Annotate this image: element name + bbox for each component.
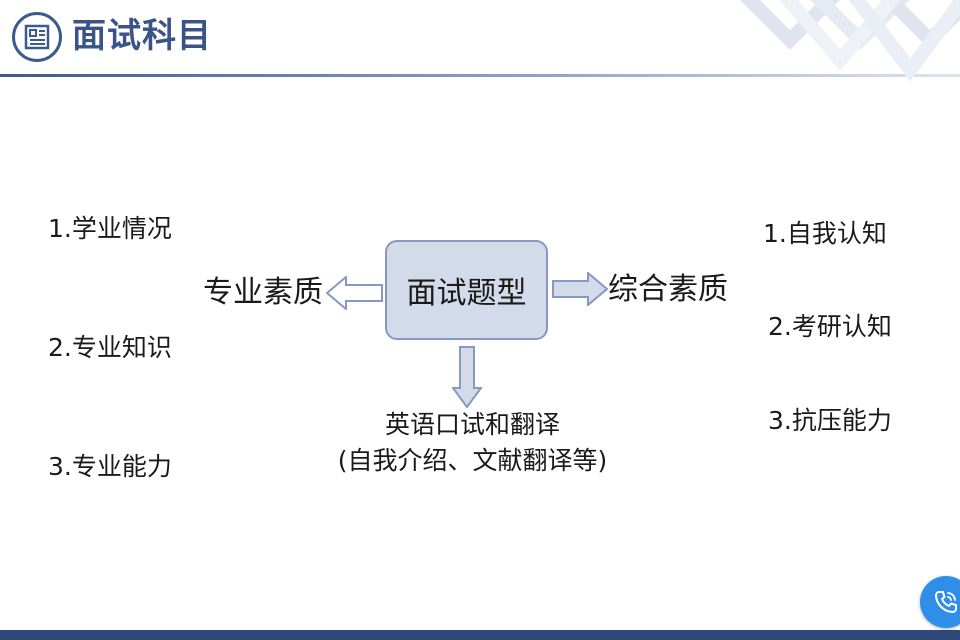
- left-category-label: 专业素质: [203, 275, 323, 310]
- left-item-3: 3.专业能力: [48, 452, 172, 481]
- right-item-3: 3.抗压能力: [768, 406, 892, 435]
- arrow-left: [326, 276, 383, 310]
- bottom-node-line-2: (自我介绍、文献翻译等): [337, 446, 608, 475]
- slide-header: 面试科目: [0, 0, 960, 82]
- document-grid-icon: [12, 12, 62, 62]
- center-node: 面试题型: [385, 240, 548, 340]
- arrow-down: [452, 346, 482, 408]
- right-category-label: 综合素质: [608, 272, 728, 307]
- bottom-bar: [0, 630, 960, 640]
- phone-call-button[interactable]: [920, 576, 960, 628]
- left-item-1: 1.学业情况: [48, 214, 172, 243]
- right-item-1: 1.自我认知: [763, 219, 887, 248]
- left-item-2: 2.专业知识: [48, 333, 172, 362]
- right-item-2: 2.考研认知: [768, 312, 892, 341]
- bottom-node: 英语口试和翻译 (自我介绍、文献翻译等): [300, 407, 645, 479]
- slide-title: 面试科目: [72, 16, 212, 56]
- corner-decoration: [740, 0, 960, 82]
- bottom-node-line-1: 英语口试和翻译: [384, 410, 560, 439]
- phone-call-icon: [935, 591, 957, 613]
- title-underline: [0, 74, 960, 77]
- center-node-label: 面试题型: [406, 276, 527, 311]
- arrow-right: [552, 272, 608, 306]
